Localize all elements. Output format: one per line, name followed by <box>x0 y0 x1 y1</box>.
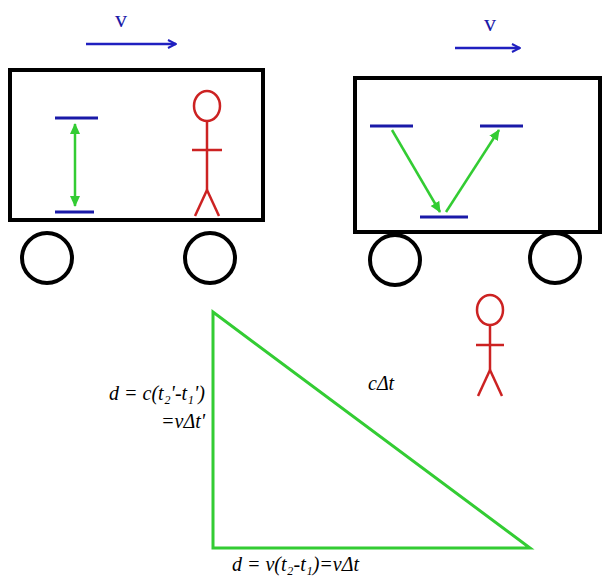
hypotenuse-label: cΔt <box>368 372 394 394</box>
velocity-label: v <box>484 10 496 36</box>
side-label: d = c(t₂'-t₁') <box>109 382 205 404</box>
train-car <box>10 44 263 283</box>
side-label: =vΔt' <box>161 410 205 432</box>
stick-figure <box>476 295 504 396</box>
light-path-triangle <box>213 312 530 548</box>
velocity-label: v <box>115 6 127 32</box>
base-label: d = v(t₂-t₁)=vΔt <box>232 553 359 575</box>
train-car <box>355 48 600 285</box>
